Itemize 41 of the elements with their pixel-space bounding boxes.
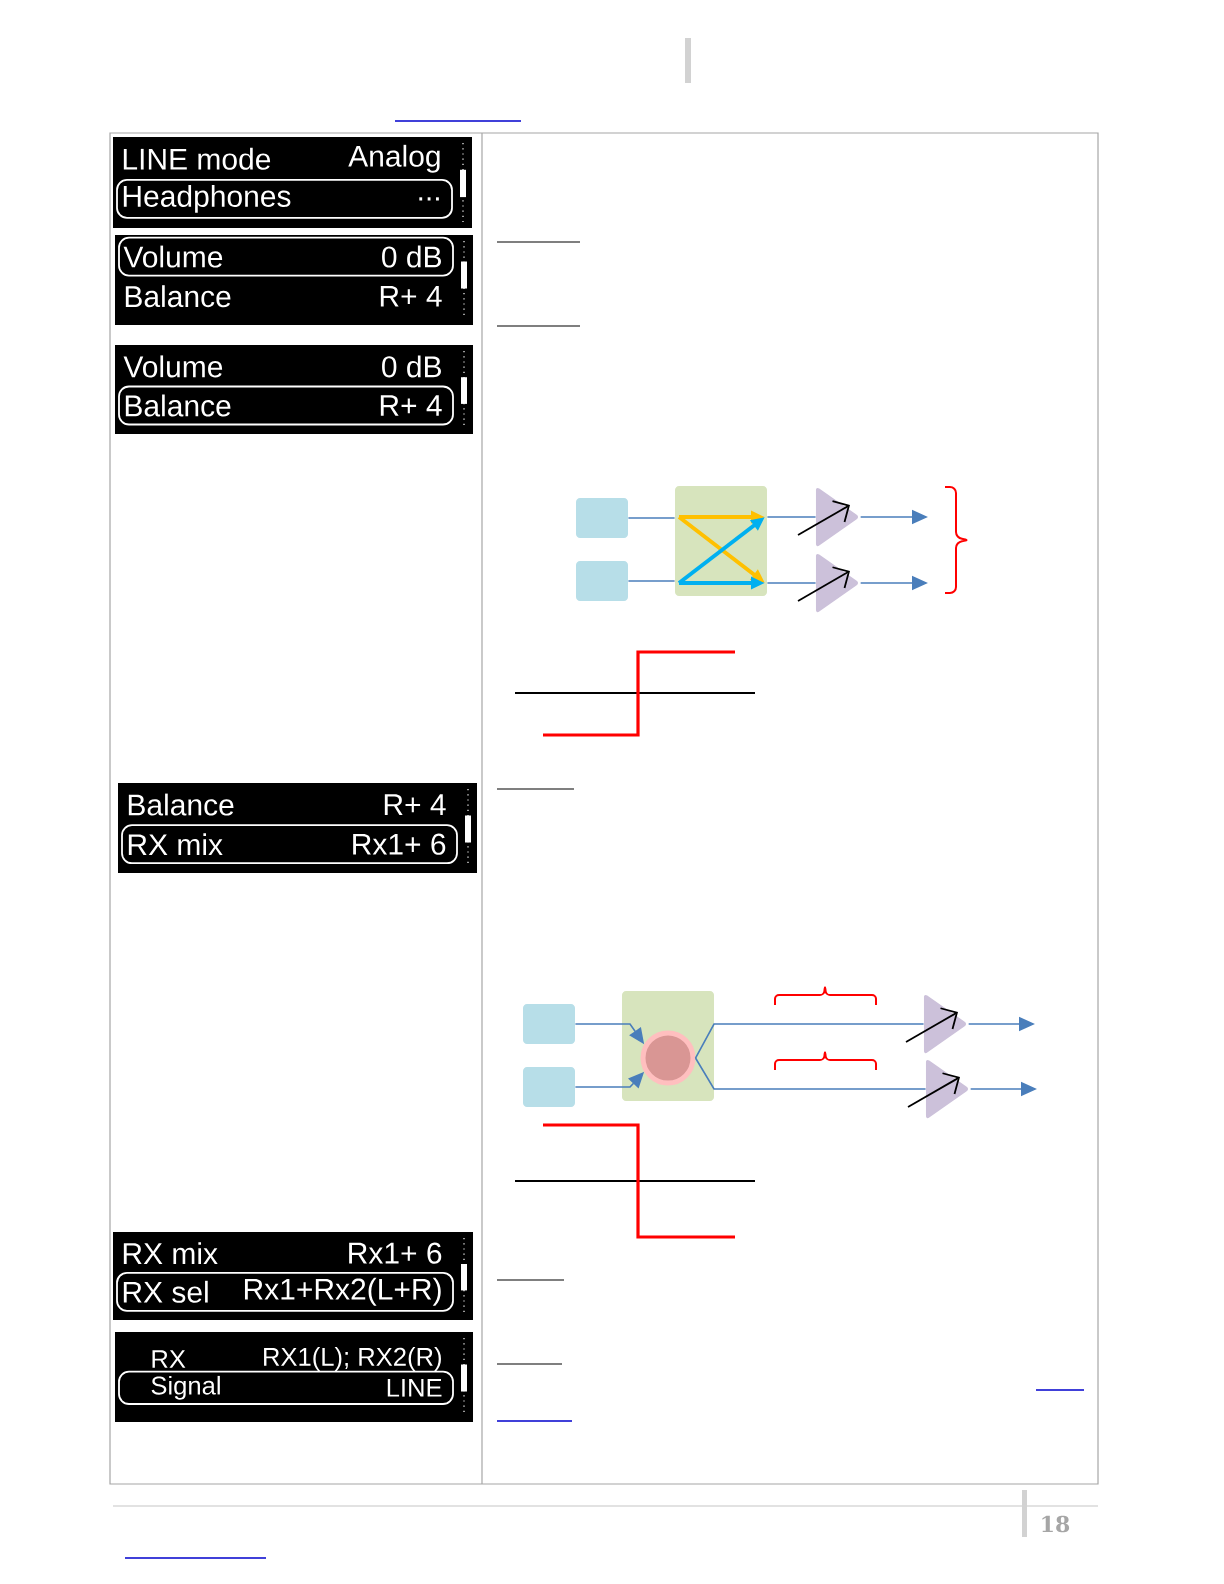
screen-value: ... xyxy=(419,197,439,201)
screen-label: RX sel xyxy=(123,1280,208,1303)
screen-label: Headphones xyxy=(123,184,291,213)
screen-value: Rx1+ 6 xyxy=(353,833,446,855)
screen-label: Balance xyxy=(128,793,234,816)
input-box xyxy=(576,561,628,601)
input-box xyxy=(523,1004,575,1044)
input-box xyxy=(576,498,628,538)
screen-label: RX mix xyxy=(123,1242,218,1264)
crossfeed-box xyxy=(675,486,767,596)
screen-label: Balance xyxy=(125,394,231,417)
screen-value: R+ 4 xyxy=(380,395,442,416)
lcd-screen xyxy=(115,1332,473,1422)
amplifier xyxy=(905,994,967,1054)
lcd-screen xyxy=(115,235,473,325)
screen-label: LINE mode xyxy=(123,147,271,170)
screen-value: LINE xyxy=(387,1379,442,1397)
screen-value: Rx1+ 6 xyxy=(349,1242,442,1264)
page-number: 18 xyxy=(1042,1515,1070,1533)
screen-value: R+ 4 xyxy=(380,285,442,307)
screen-value: RX1(L); RX2(R) xyxy=(264,1347,441,1371)
screen-label: RX mix xyxy=(128,833,223,856)
lcd-screen xyxy=(115,345,473,434)
screen-value: R+ 4 xyxy=(384,794,446,815)
input-box xyxy=(523,1067,575,1107)
screen-value: 0 dB xyxy=(382,245,441,268)
amplifier xyxy=(797,487,859,547)
screen-value: 0 dB xyxy=(382,355,441,378)
lcd-screen xyxy=(113,137,472,228)
mixer-circle xyxy=(640,1030,696,1086)
lcd-screen xyxy=(113,1232,473,1320)
screen-label: Volume xyxy=(123,355,223,378)
screen-value: Rx1+Rx2(L+R) xyxy=(245,1277,441,1306)
screen-label: RX xyxy=(152,1350,186,1368)
lcd-screen xyxy=(118,783,477,873)
amplifier xyxy=(907,1059,969,1119)
screen-label: Balance xyxy=(125,285,231,308)
screen-label: Volume xyxy=(123,245,223,268)
amplifier xyxy=(797,553,859,613)
screen-value: Analog xyxy=(348,144,440,173)
screen-label: Signal xyxy=(151,1375,220,1400)
